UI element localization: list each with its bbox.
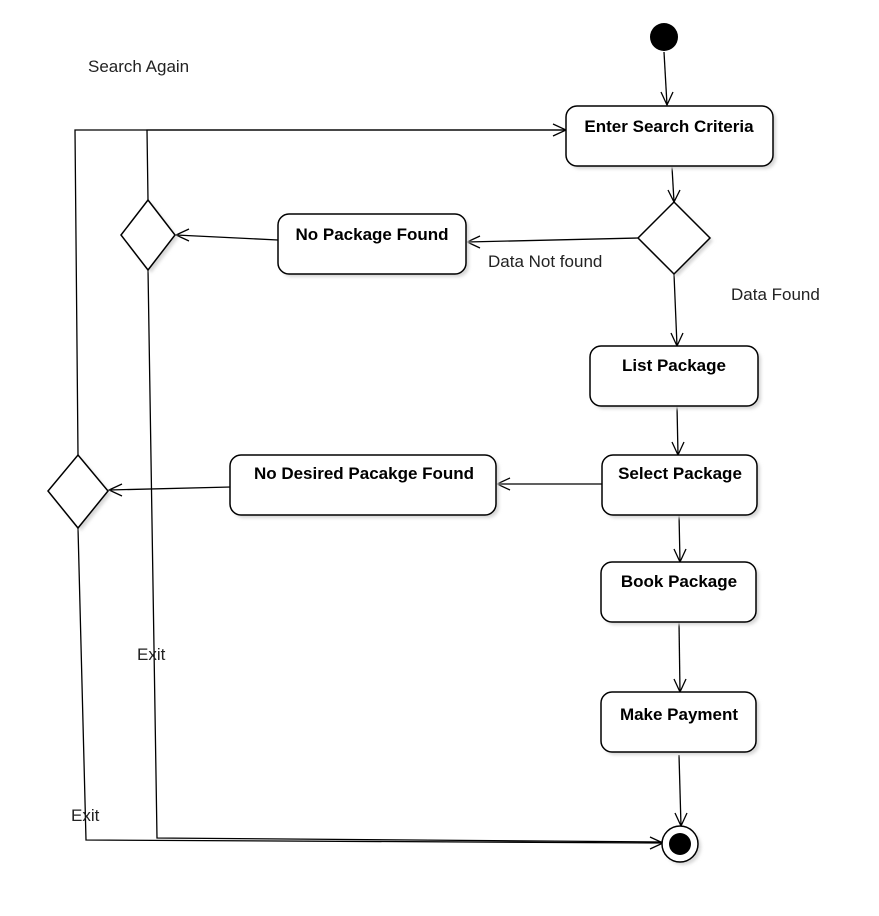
start-node [650,23,678,51]
decision-search-again-1 [120,198,178,273]
activity-label: Enter Search Criteria [584,117,754,136]
edge-no-package-to-decision2 [175,234,279,241]
activity-make-payment: Make Payment [600,691,759,755]
edge-decision2-exit [147,268,665,843]
activity-label: Make Payment [620,705,738,724]
edge-decision3-search-again [74,129,566,456]
edges [74,51,688,850]
activity-no-package-found: No Package Found [277,213,469,277]
activity-label: List Package [622,356,726,375]
activity-label: Book Package [621,572,737,591]
activity-book-package: Book Package [600,561,759,625]
decision-data-found [636,200,713,277]
activity-label: No Package Found [295,225,448,244]
activity-select-package: Select Package [601,454,760,518]
edge-decision2-search-again [146,129,566,201]
label-data-not-found: Data Not found [488,252,602,271]
edge-start-to-search [663,51,668,106]
edge-book-to-payment [678,621,681,693]
label-exit-upper: Exit [137,645,166,664]
decision-search-again-2 [47,453,111,531]
label-search-again: Search Again [88,57,189,76]
edge-decision3-exit [77,527,664,844]
activity-label: Select Package [618,464,742,483]
edge-decision-to-no-package [466,237,639,243]
edge-no-desired-to-decision3 [108,486,232,491]
label-data-found: Data Found [731,285,820,304]
activity-label: No Desired Pacakge Found [254,464,474,483]
edge-payment-to-end [678,754,682,827]
activity-list-package: List Package [589,345,761,409]
edge-select-to-book [678,513,681,563]
edge-decision-to-list [673,273,678,347]
edge-list-to-select [676,405,679,456]
edge-search-to-decision [671,166,675,203]
end-node [661,825,701,865]
activity-no-desired-package-found: No Desired Pacakge Found [229,454,499,518]
activity-enter-search-criteria: Enter Search Criteria [565,105,776,169]
label-exit-lower: Exit [71,806,100,825]
